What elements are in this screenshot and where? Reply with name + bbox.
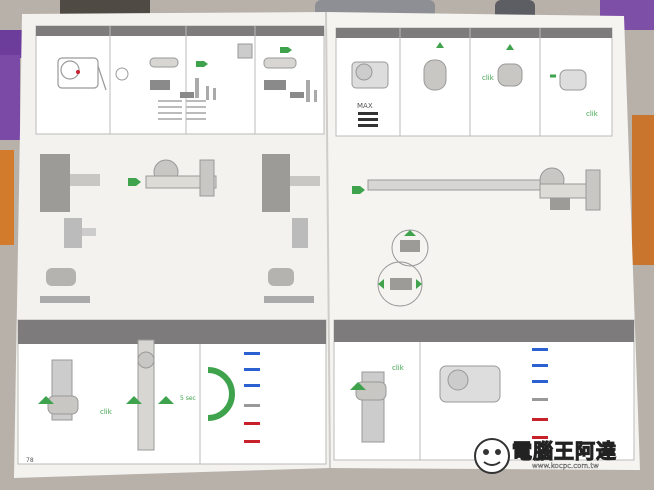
watermark-title: 電腦王阿達	[512, 439, 617, 463]
charging-timer	[207, 367, 235, 421]
watermark-url: www.kocpc.com.tw	[532, 462, 599, 470]
right-top-header	[336, 28, 612, 38]
page-number: 78	[26, 457, 34, 464]
timer-label: 5 sec	[180, 395, 196, 402]
page-fold	[325, 11, 331, 469]
filter-diagram-1	[149, 57, 216, 100]
max-label: MAX	[357, 102, 373, 110]
vacuum-diagram-2	[439, 365, 501, 403]
orange-vacuum-part-right	[632, 115, 654, 265]
tool-detach-diagram	[377, 229, 429, 307]
clik-label-3: clik	[100, 408, 113, 416]
clik-label-1: clik	[482, 74, 495, 82]
left-bottom-header	[18, 320, 326, 344]
right-bottom-header	[334, 320, 634, 342]
max-indicator	[358, 112, 378, 127]
info-icon	[115, 67, 129, 81]
wand-diagram	[352, 167, 601, 211]
led-indicators-left	[244, 352, 260, 443]
vacuum-diagram-1	[57, 57, 107, 91]
bin-empty-diagrams	[351, 42, 587, 91]
clik-label-2: clik	[586, 110, 599, 118]
filter-diagram-2	[237, 43, 317, 102]
docking-diagrams	[38, 339, 174, 451]
purple-vacuum-body	[0, 55, 20, 140]
brush-head	[60, 0, 150, 16]
remove-from-dock-diagram	[350, 371, 387, 443]
accessory-diagrams-left	[40, 154, 320, 303]
led-indicators-right	[532, 348, 548, 439]
watermark-mascot	[474, 438, 510, 474]
clik-label-4: clik	[392, 364, 405, 372]
left-top-header	[36, 26, 324, 36]
orange-vacuum-part	[0, 150, 14, 245]
purple-vacuum-wand	[0, 30, 22, 58]
watermark: 電腦王阿達 www.kocpc.com.tw	[512, 440, 652, 484]
